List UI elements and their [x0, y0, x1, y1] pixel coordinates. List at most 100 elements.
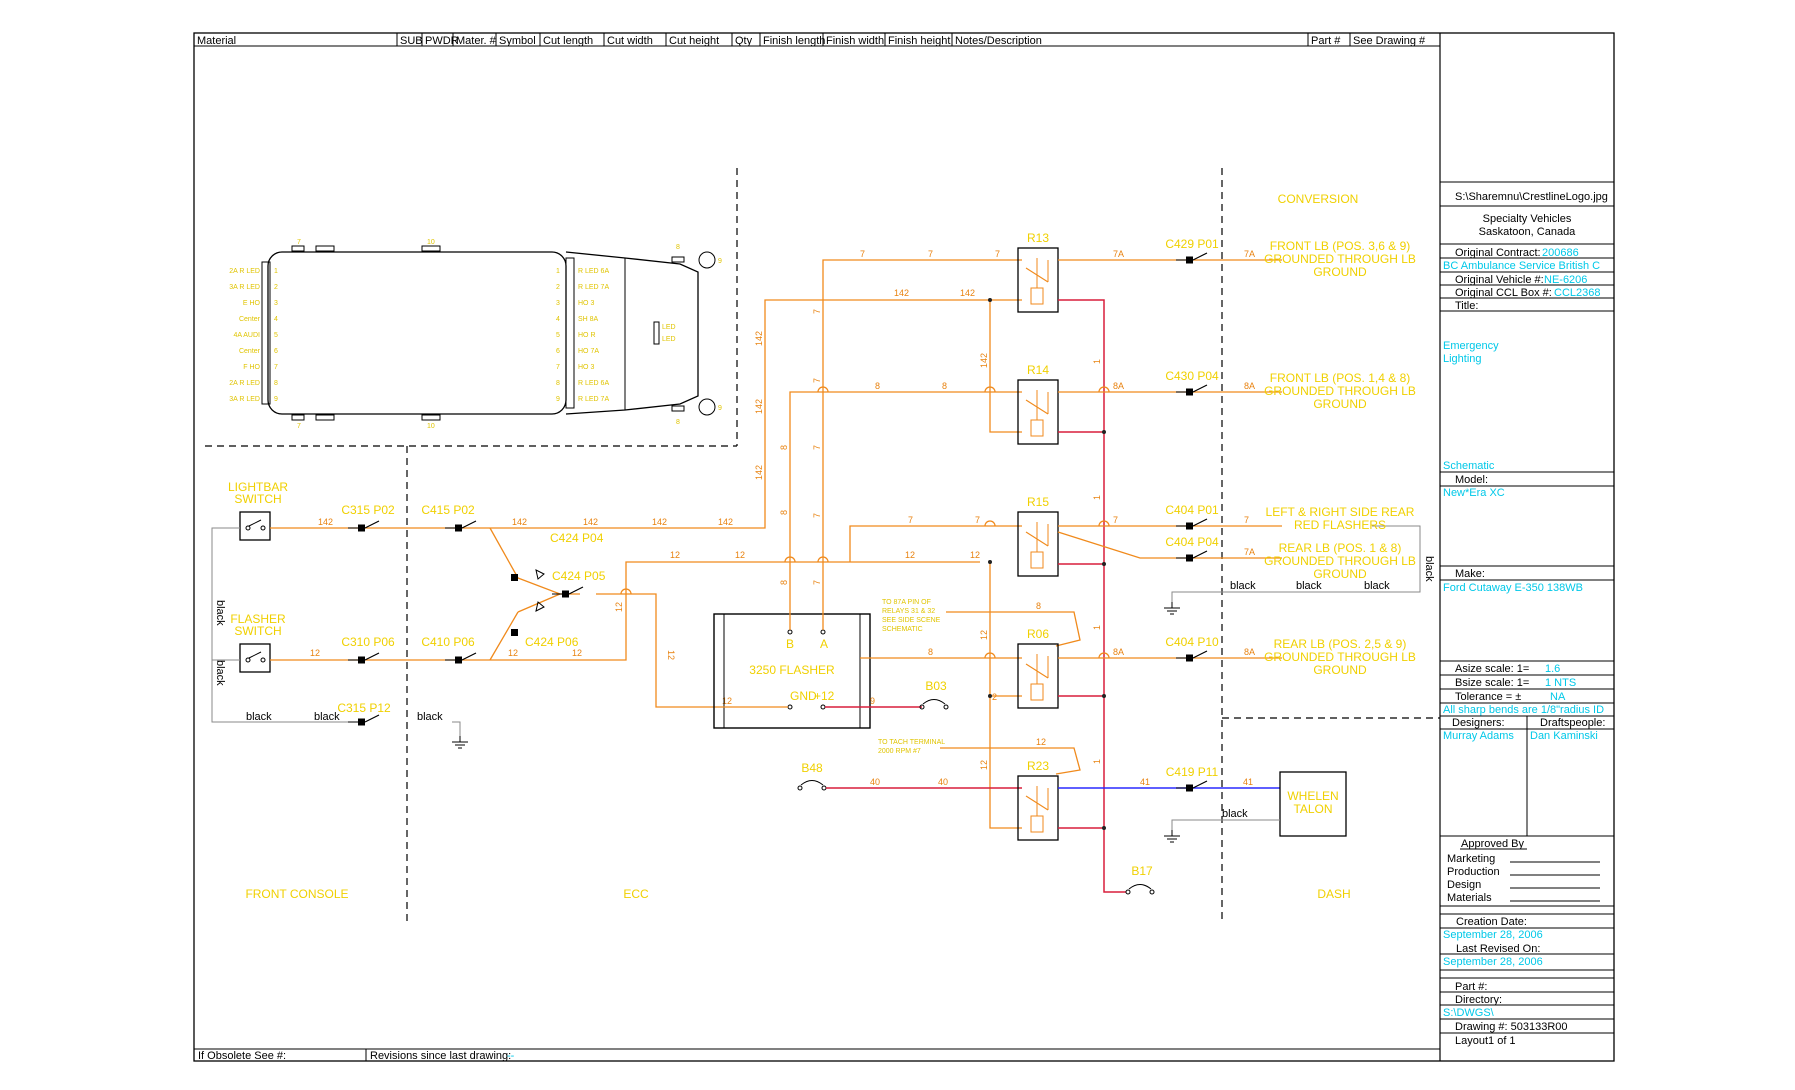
designers-label: Designers:	[1452, 717, 1505, 729]
veh-left-num-8: 9	[274, 396, 278, 403]
black-label-whelen: black	[1222, 808, 1248, 820]
approval-0: Marketing	[1447, 853, 1495, 865]
w8-a: 8	[875, 381, 880, 391]
w142-v4: 142	[979, 353, 989, 368]
conn-c404-p04	[1175, 550, 1208, 563]
veh-left-label-3: Center	[239, 316, 261, 323]
company-line-2: Saskatoon, Canada	[1479, 226, 1577, 238]
terminal-b48	[797, 780, 827, 791]
w41-b: 41	[1243, 777, 1253, 787]
svg-text:REAR LB (POS. 2,5 & 9): REAR LB (POS. 2,5 & 9)	[1274, 637, 1407, 651]
w7-g: 7	[1244, 515, 1249, 525]
veh-right-label-1: R LED 7A	[578, 284, 609, 291]
w7-v3: 7	[812, 445, 822, 450]
svg-text:RED FLASHERS: RED FLASHERS	[1294, 518, 1386, 532]
w8-c: 8	[928, 647, 933, 657]
w12-e: 12	[735, 550, 745, 560]
creation-label: Creation Date:	[1456, 916, 1527, 928]
output-rear-lb-259: REAR LB (POS. 2,5 & 9) GROUNDED THROUGH …	[1264, 637, 1416, 677]
customer-value: BC Ambulance Service British C	[1443, 260, 1600, 272]
flasher-a: A	[820, 637, 828, 651]
conn-c310-p06	[347, 652, 380, 665]
w12-v2: 12	[666, 650, 676, 660]
svg-text:TO 87A PIN OF: TO 87A PIN OF	[882, 599, 931, 606]
svg-text:TO TACH TERMINAL: TO TACH TERMINAL	[878, 739, 945, 746]
w8a-c: 8A	[1113, 647, 1124, 657]
relay-r13-label: R13	[1027, 231, 1049, 245]
relay-r15	[1017, 511, 1059, 577]
layout-label: Layout1 of 1	[1455, 1035, 1516, 1047]
w12-v3: 12	[979, 630, 989, 640]
veh-left-num-1: 2	[274, 284, 278, 291]
w12-a: 12	[310, 648, 320, 658]
zone-front-console: FRONT CONSOLE	[245, 887, 348, 901]
note-tach: TO TACH TERMINAL 2000 RPM #7	[878, 739, 945, 755]
w142-b: 142	[512, 517, 527, 527]
w7-v5: 7	[812, 580, 822, 585]
bends-note: All sharp bends are 1/8"radius ID	[1443, 704, 1604, 716]
tolerance-label: Tolerance = ±	[1455, 691, 1521, 703]
directory-label: Directory:	[1455, 994, 1502, 1006]
zone-dash: DASH	[1317, 887, 1350, 901]
relay-r23-label: R23	[1027, 759, 1049, 773]
revisions-label: Revisions since last drawing:	[370, 1050, 511, 1062]
sheet-border	[193, 32, 1615, 1062]
whelen-label-1: WHELEN	[1287, 789, 1338, 803]
revisions-value: --	[507, 1050, 515, 1062]
black-wire-ground	[452, 721, 461, 738]
title-value-2: Lighting	[1443, 353, 1482, 365]
c404-p10-label: C404 P10	[1165, 635, 1219, 649]
header-col-12: Notes/Description	[955, 35, 1042, 47]
c429-p01-label: C429 P01	[1165, 237, 1219, 251]
veh-left-label-5: Center	[239, 348, 261, 355]
part-label: Part #:	[1455, 981, 1487, 993]
terminal-b17	[1125, 884, 1155, 895]
veh-left-label-2: E HO	[243, 300, 261, 307]
veh-right-num-3: 4	[556, 316, 560, 323]
w7-e: 7	[975, 515, 980, 525]
veh-top-num-1: 7	[297, 239, 301, 246]
lightbar-label-1: LIGHTBAR	[228, 480, 288, 494]
header-col-0: Material	[197, 35, 236, 47]
veh-left-num-6: 7	[274, 364, 278, 371]
conn-c410-p06	[444, 652, 477, 665]
w142-a: 142	[318, 517, 333, 527]
b03-label: B03	[925, 679, 947, 693]
wire-12-trunk	[490, 561, 980, 661]
w7-d: 7	[908, 515, 913, 525]
veh-left-num-2: 3	[274, 300, 278, 307]
conn-c429-p01	[1175, 252, 1208, 265]
veh-right-num-2: 3	[556, 300, 560, 307]
w12-i: 12	[1036, 737, 1046, 747]
w7a-c: 7A	[1244, 547, 1255, 557]
relay-r13	[1017, 247, 1059, 313]
wire-12-branch	[989, 562, 1022, 829]
veh-left-label-7: 2A R LED	[229, 380, 260, 387]
conn-c419-p11	[1175, 780, 1208, 793]
wire-7-flasher	[822, 259, 1022, 630]
relay-r14-label: R14	[1027, 363, 1049, 377]
w9: 9	[870, 696, 875, 706]
b48-label: B48	[801, 761, 823, 775]
w7-v4: 7	[812, 513, 822, 518]
c404-p04-label: C404 P04	[1165, 535, 1219, 549]
header-col-9: Finish length	[763, 35, 825, 47]
w12-v4: 12	[979, 760, 989, 770]
w12-d: 12	[670, 550, 680, 560]
flasher-plus12: +12	[814, 689, 835, 703]
w40-b: 40	[938, 777, 948, 787]
black-label-h1: black	[246, 711, 272, 723]
c424-p06-label: C424 P06	[525, 635, 579, 649]
veh-bot-num-2: 10	[427, 423, 435, 430]
w12-h: 12	[722, 696, 732, 706]
wire-8-flasher	[789, 391, 1022, 630]
w12-g: 12	[970, 550, 980, 560]
veh-left-num-4: 5	[274, 332, 278, 339]
w12-f: 12	[905, 550, 915, 560]
w1-v3: 1	[1092, 625, 1102, 630]
conn-c315-p02	[347, 520, 380, 533]
title-label: Title:	[1455, 300, 1478, 312]
original-vehicle-value: NE-6206	[1544, 274, 1587, 286]
header-col-4: Symbol	[499, 35, 536, 47]
